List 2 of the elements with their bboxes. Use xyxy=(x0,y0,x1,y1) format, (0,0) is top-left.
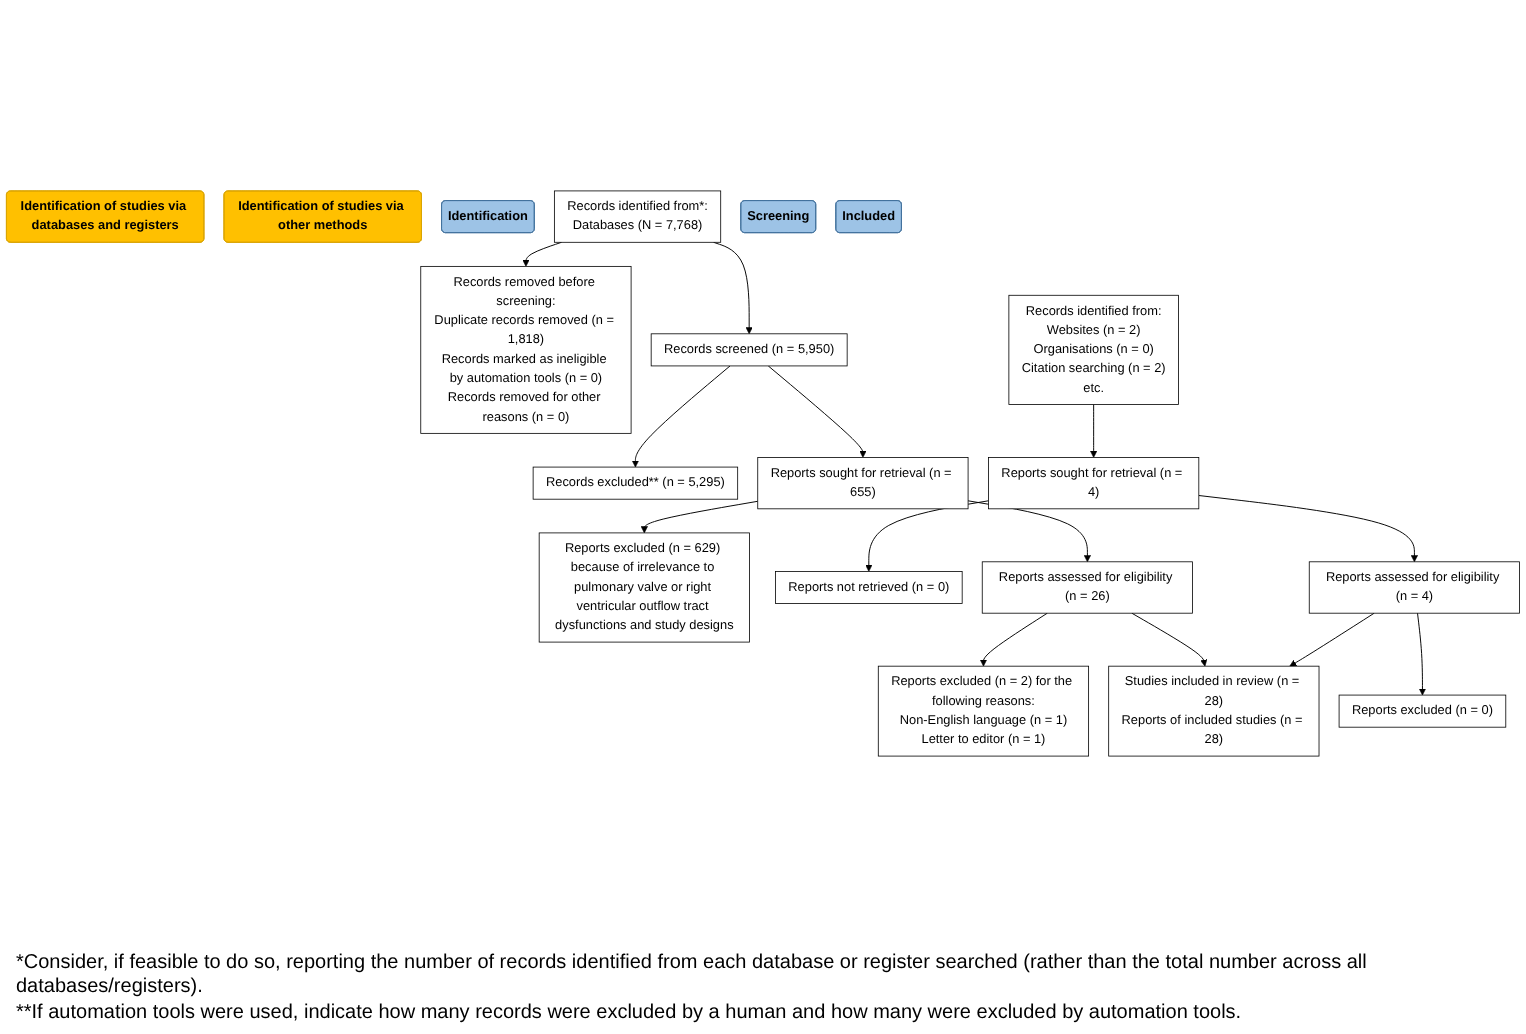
footnote: **If automation tools were used, indicate how many records were excluded by a human and how many were excluded by automation tools. xyxy=(16,1001,1244,1026)
footnote: *Consider, if feasible to do so, reporting the number of records identified from each database or register searched (rather than the total number across all databases/registers). xyxy=(16,951,1369,1001)
